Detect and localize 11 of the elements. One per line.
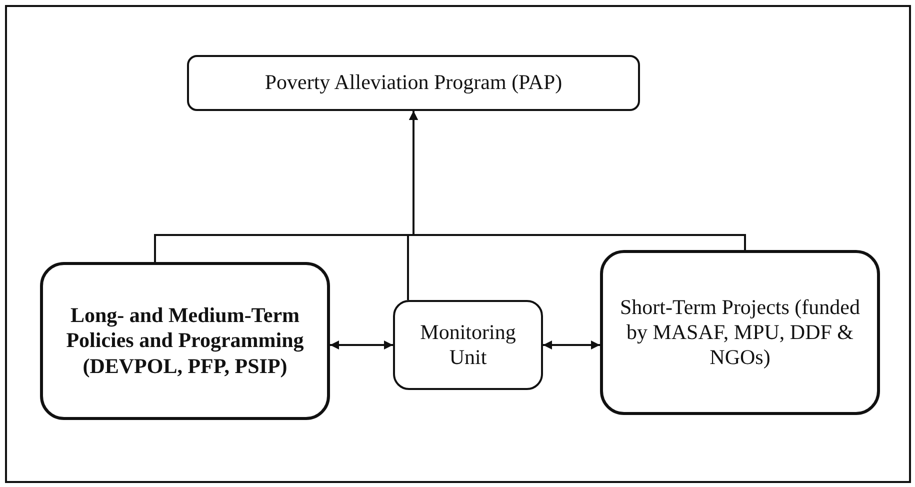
program-box: [187, 55, 640, 111]
policy-box: [40, 262, 330, 420]
node-text: Monitoring Unit: [419, 320, 517, 370]
projects-box: [600, 250, 880, 415]
node-text: Long- and Medium-Term Policies and Programming (DEVPOL, PFP, PSIP): [65, 303, 305, 379]
node-text: Poverty Alleviation Program (PAP): [264, 70, 562, 96]
arrow: [409, 111, 746, 250]
arrow: [330, 340, 393, 350]
monitoring-box: [393, 300, 543, 390]
node-text: Short-Term Projects (funded by MASAF, MPU, DDF & NGOs): [619, 294, 861, 370]
arrow: [543, 340, 600, 350]
